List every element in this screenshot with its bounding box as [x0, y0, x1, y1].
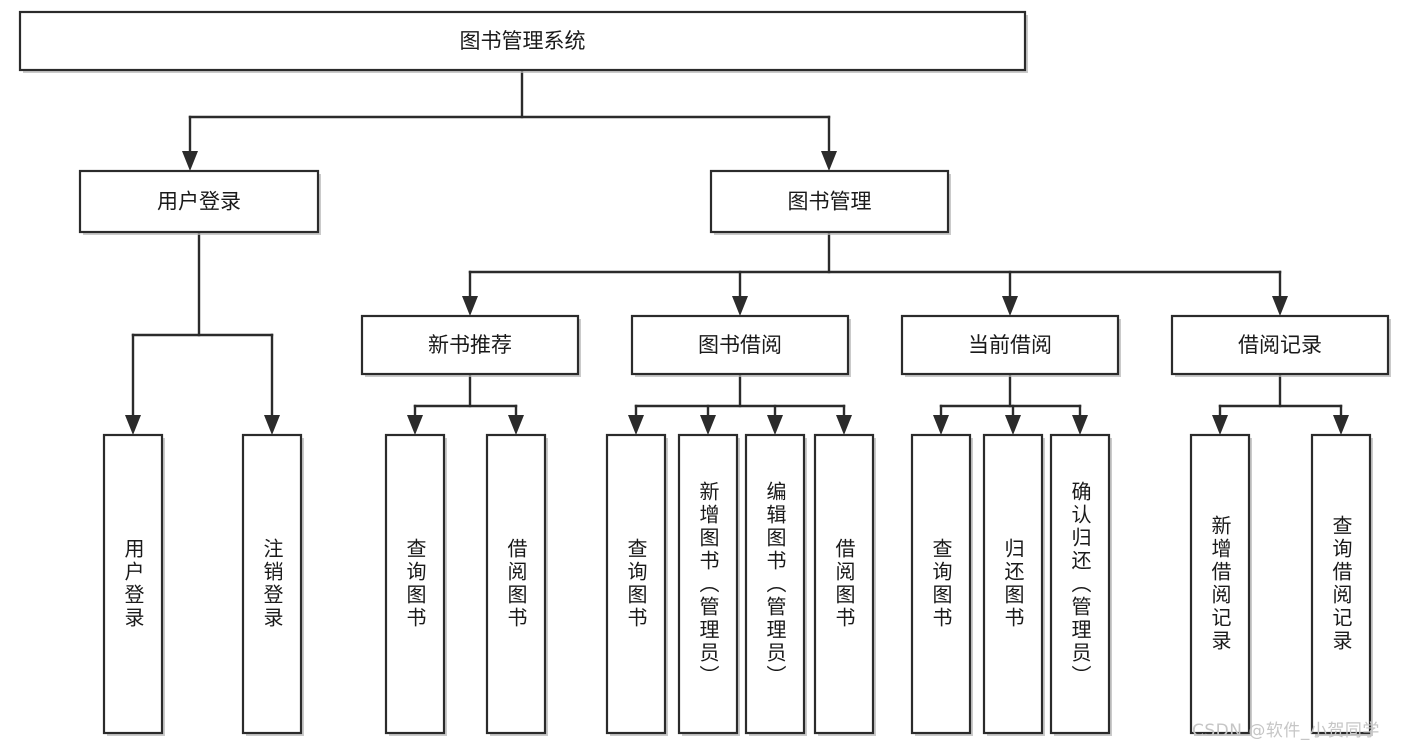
- edges-layer: [125, 68, 1349, 435]
- node-leaf-query-book-recommend[interactable]: [384, 433, 447, 736]
- node-label-book-borrow: 图书借阅: [698, 333, 782, 357]
- node-leaf-user-login[interactable]: [102, 433, 165, 736]
- node-leaf-borrow-book[interactable]: [813, 433, 876, 736]
- node-label-book-manage: 图书管理: [788, 190, 872, 214]
- node-current-borrow[interactable]: [900, 314, 1121, 377]
- arrow-head-icon: [1072, 415, 1088, 435]
- node-user-login[interactable]: [78, 169, 321, 235]
- node-label-current-borrow: 当前借阅: [968, 333, 1052, 357]
- node-leaf-return-book[interactable]: [982, 433, 1045, 736]
- node-label-new-book-recommend: 新书推荐: [428, 333, 512, 357]
- edge-group-root-to-level2: [182, 68, 837, 171]
- node-book-borrow[interactable]: [630, 314, 851, 377]
- node-leaf-query-borrow-record[interactable]: [1310, 433, 1373, 736]
- node-root[interactable]: [18, 10, 1028, 73]
- arrow-head-icon: [1212, 415, 1228, 435]
- arrow-head-icon: [462, 296, 478, 316]
- arrow-head-icon: [836, 415, 852, 435]
- arrow-head-icon: [1005, 415, 1021, 435]
- arrow-head-icon: [628, 415, 644, 435]
- node-leaf-borrow-book-recommend[interactable]: [485, 433, 548, 736]
- node-leaf-add-borrow-record[interactable]: [1189, 433, 1252, 736]
- arrow-head-icon: [1272, 296, 1288, 316]
- node-label-root: 图书管理系统: [460, 29, 586, 53]
- arrow-head-icon: [407, 415, 423, 435]
- arrow-head-icon: [264, 415, 280, 435]
- node-leaf-query-book-current[interactable]: [910, 433, 973, 736]
- node-leaf-edit-book-admin[interactable]: [744, 433, 807, 736]
- arrow-head-icon: [182, 151, 198, 171]
- arrow-head-icon: [700, 415, 716, 435]
- edge-group-book-borrow-to-leaves: [628, 372, 852, 435]
- node-new-book-recommend[interactable]: [360, 314, 581, 377]
- arrow-head-icon: [732, 296, 748, 316]
- node-leaf-query-book-borrow[interactable]: [605, 433, 668, 736]
- node-leaf-confirm-return-admin[interactable]: [1049, 433, 1112, 736]
- arrow-head-icon: [767, 415, 783, 435]
- arrow-head-icon: [1002, 296, 1018, 316]
- edge-group-borrow-record-to-leaves: [1212, 372, 1349, 435]
- node-book-manage[interactable]: [709, 169, 951, 235]
- arrow-head-icon: [821, 151, 837, 171]
- node-leaf-add-book-admin[interactable]: [677, 433, 740, 736]
- edge-group-current-borrow-to-leaves: [933, 372, 1088, 435]
- node-leaf-user-logout[interactable]: [241, 433, 304, 736]
- arrow-head-icon: [1333, 415, 1349, 435]
- node-label-user-login: 用户登录: [157, 190, 241, 214]
- edge-group-book-manage-to-level3: [462, 230, 1288, 316]
- node-borrow-record[interactable]: [1170, 314, 1391, 377]
- edge-group-new-book-recommend-to-leaves: [407, 372, 524, 435]
- edge-group-user-login-to-leaves: [125, 230, 280, 435]
- arrow-head-icon: [125, 415, 141, 435]
- node-label-borrow-record: 借阅记录: [1238, 333, 1322, 357]
- arrow-head-icon: [933, 415, 949, 435]
- arrow-head-icon: [508, 415, 524, 435]
- csdn-watermark: CSDN @软件_小贺同学: [1192, 721, 1380, 741]
